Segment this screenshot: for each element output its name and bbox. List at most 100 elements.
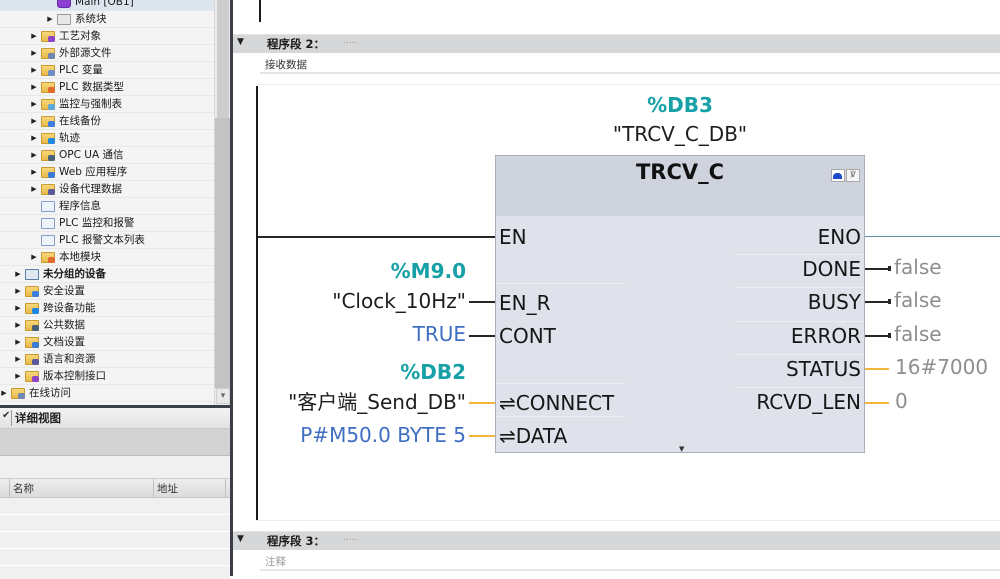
tree-item[interactable]: ▶OPC UA 通信: [0, 147, 214, 164]
diagnostics-stethoscope-icon[interactable]: ℣: [846, 169, 860, 182]
expand-block-arrow-icon[interactable]: ▼: [679, 445, 685, 453]
tree-item[interactable]: ▶外部源文件: [0, 45, 214, 62]
tree-scrollbar[interactable]: ▾: [214, 0, 231, 405]
detail-table-header: 名称 地址: [0, 478, 230, 498]
tree-item[interactable]: ▶文档设置: [0, 334, 214, 351]
panel-splitter[interactable]: [230, 0, 233, 576]
languages-resources-icon: [25, 354, 39, 365]
expand-arrow-icon[interactable]: ▶: [1, 389, 7, 397]
data-operand[interactable]: P#M50.0 BYTE 5: [300, 423, 466, 447]
pin-data[interactable]: ⇌DATA: [499, 424, 568, 448]
tree-scrollbar-thumb[interactable]: [217, 0, 229, 118]
tree-item[interactable]: ▶未分组的设备: [0, 266, 214, 283]
en-r-operand[interactable]: "Clock_10Hz": [332, 289, 466, 313]
tree-item[interactable]: ▶工艺对象: [0, 28, 214, 45]
expand-arrow-icon[interactable]: ▶: [15, 321, 21, 329]
pin-error[interactable]: ERROR: [790, 324, 861, 348]
tree-item[interactable]: ▶公共数据: [0, 317, 214, 334]
web-app-icon: [41, 167, 55, 178]
expand-arrow-icon[interactable]: ▶: [31, 185, 37, 193]
expand-arrow-icon[interactable]: ▶: [31, 32, 37, 40]
trcv-c-block[interactable]: TRCV_C ℣ EN EN_R CONT ⇌CONNECT ⇌DATA ENO…: [495, 155, 865, 453]
expand-arrow-icon[interactable]: ▶: [15, 270, 21, 278]
busy-value: false: [894, 288, 942, 312]
detail-view-header[interactable]: ✔ 详细视图: [0, 408, 230, 429]
network-3-header[interactable]: ▼ 程序段 3： .....: [233, 531, 1000, 550]
expand-arrow-icon[interactable]: ▶: [31, 66, 37, 74]
collapse-triangle-icon[interactable]: ▼: [237, 534, 244, 544]
column-header-address[interactable]: 地址: [157, 483, 178, 495]
network-comment[interactable]: 接收数据: [260, 56, 1000, 74]
tree-item[interactable]: ▶PLC 数据类型: [0, 79, 214, 96]
pin-done[interactable]: DONE: [802, 257, 861, 281]
instance-icon[interactable]: [831, 169, 845, 182]
pin-en-r[interactable]: EN_R: [499, 291, 551, 315]
expand-arrow-icon[interactable]: ▶: [31, 151, 37, 159]
pin-separator: [496, 383, 626, 384]
expand-arrow-icon[interactable]: ▶: [31, 168, 37, 176]
tree-item[interactable]: ▶轨迹: [0, 130, 214, 147]
tree-scrollbar-track[interactable]: [215, 118, 231, 388]
expand-arrow-icon[interactable]: ▶: [15, 287, 21, 295]
expand-arrow-icon[interactable]: ▶: [31, 117, 37, 125]
tree-item-label: Main [OB1]: [75, 0, 134, 8]
collapse-triangle-icon[interactable]: ▼: [237, 37, 244, 47]
column-header-name[interactable]: 名称: [13, 483, 34, 495]
tree-item[interactable]: ▶系统块: [0, 11, 214, 28]
table-row[interactable]: [0, 531, 230, 549]
expand-arrow-icon[interactable]: ▶: [31, 134, 37, 142]
pin-eno[interactable]: ENO: [817, 225, 861, 249]
tree-item[interactable]: ▶语言和资源: [0, 351, 214, 368]
tree-item[interactable]: ▶ 跨设备功能: [0, 300, 214, 317]
expand-arrow-icon[interactable]: ▶: [15, 372, 21, 380]
collapse-chevron-icon[interactable]: ✔: [2, 410, 11, 421]
pin-en[interactable]: EN: [499, 225, 527, 249]
tree-item[interactable]: PLC 报警文本列表: [0, 232, 214, 249]
tree-item[interactable]: ▶PLC 变量: [0, 62, 214, 79]
rcvd-len-value: 0: [895, 389, 908, 413]
expand-arrow-icon[interactable]: ▶: [31, 83, 37, 91]
pin-cont[interactable]: CONT: [499, 324, 556, 348]
instance-db-name[interactable]: "TRCV_C_DB": [612, 122, 748, 146]
pin-rcvd-len[interactable]: RCVD_LEN: [756, 390, 861, 414]
tree-item[interactable]: ▶设备代理数据: [0, 181, 214, 198]
table-row[interactable]: [0, 548, 230, 566]
tree-item[interactable]: ▶安全设置: [0, 283, 214, 300]
en-r-address[interactable]: %M9.0: [390, 259, 466, 283]
expand-arrow-icon[interactable]: ▶: [31, 253, 37, 261]
tree-item[interactable]: ▶Web 应用程序: [0, 164, 214, 181]
tree-item[interactable]: ▶版本控制接口: [0, 368, 214, 385]
network-comment[interactable]: 注释: [260, 553, 1000, 571]
network-title-placeholder[interactable]: .....: [343, 36, 358, 46]
column-divider[interactable]: [225, 479, 226, 497]
network-title-placeholder[interactable]: .....: [343, 533, 358, 543]
expand-arrow-icon[interactable]: ▶: [31, 100, 37, 108]
busy-wire: [865, 301, 889, 303]
pin-status[interactable]: STATUS: [785, 357, 861, 381]
instance-db-address[interactable]: %DB3: [647, 93, 713, 117]
table-row[interactable]: [0, 497, 230, 515]
connect-operand[interactable]: "客户端_Send_DB": [288, 390, 466, 414]
tree-item[interactable]: ▶监控与强制表: [0, 96, 214, 113]
tree-item[interactable]: Main [OB1]: [0, 0, 214, 11]
expand-arrow-icon[interactable]: ▶: [47, 15, 53, 23]
expand-arrow-icon[interactable]: ▶: [15, 338, 21, 346]
table-row[interactable]: [0, 514, 230, 532]
tree-item-label: 跨设备功能: [43, 302, 96, 314]
tree-item[interactable]: 程序信息: [0, 198, 214, 215]
expand-arrow-icon[interactable]: ▶: [31, 49, 37, 57]
tree-item[interactable]: ▶在线访问: [0, 385, 214, 402]
pin-busy[interactable]: BUSY: [807, 290, 861, 314]
network-2-header[interactable]: ▼ 程序段 2： .....: [233, 34, 1000, 53]
column-divider[interactable]: [9, 479, 10, 497]
column-divider[interactable]: [153, 479, 154, 497]
pin-connect[interactable]: ⇌CONNECT: [499, 391, 615, 415]
expand-arrow-icon[interactable]: ▶: [15, 355, 21, 363]
expand-arrow-icon[interactable]: ▶: [15, 304, 21, 312]
scroll-down-icon[interactable]: ▾: [216, 388, 230, 404]
cont-operand[interactable]: TRUE: [412, 322, 466, 346]
tree-item[interactable]: ▶在线备份: [0, 113, 214, 130]
tree-item[interactable]: PLC 监控和报警: [0, 215, 214, 232]
connect-address[interactable]: %DB2: [400, 360, 466, 384]
tree-item[interactable]: ▶本地模块: [0, 249, 214, 266]
